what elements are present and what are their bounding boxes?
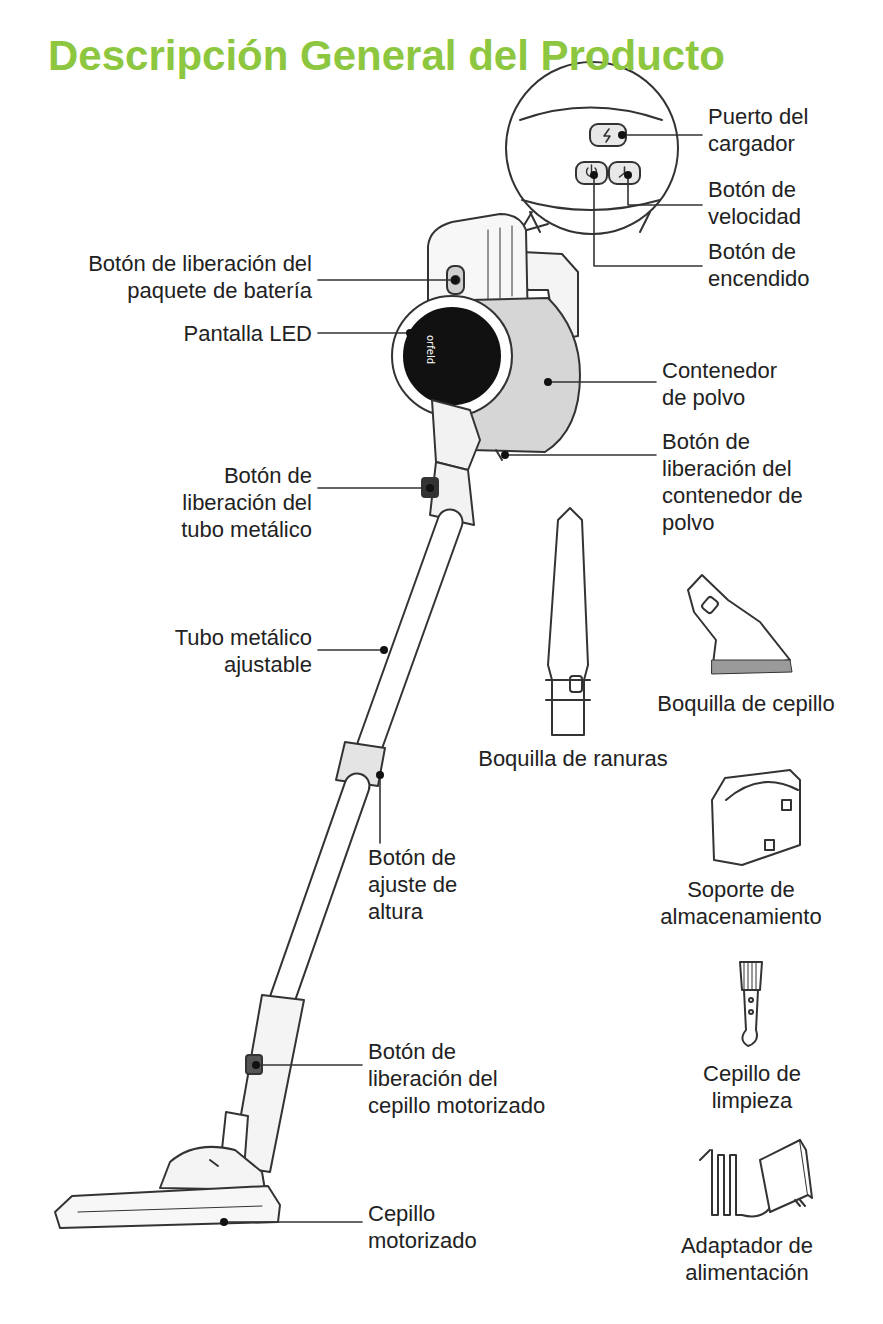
brand-logo: orfeld — [425, 335, 436, 364]
part-label: Cepillo de limpieza — [682, 1060, 822, 1114]
part-label: Soporte de almacenamiento — [634, 876, 849, 930]
part-label: Adaptador de alimentación — [667, 1232, 827, 1286]
part-label: Botón de liberación del cepillo motoriza… — [368, 1038, 552, 1119]
part-label: Botón de encendido — [708, 238, 843, 292]
page-title: Descripción General del Producto — [48, 32, 725, 80]
part-label: Cepillo motorizado — [368, 1200, 503, 1254]
part-label: Contenedor de polvo — [662, 357, 797, 411]
part-label: Puerto del cargador — [708, 103, 858, 157]
part-label: Botón de liberación del paquete de bater… — [60, 250, 312, 304]
part-label: Botón de ajuste de altura — [368, 844, 480, 925]
part-label: Boquilla de cepillo — [631, 690, 861, 717]
part-label: Boquilla de ranuras — [453, 745, 693, 772]
part-label: Botón de liberación del tubo metálico — [162, 462, 312, 543]
part-label: Botón de liberación del contenedor de po… — [662, 428, 812, 536]
part-label: Pantalla LED — [112, 320, 312, 347]
part-label: Tubo metálico ajustable — [160, 624, 312, 678]
part-label: Botón de velocidad — [708, 176, 843, 230]
